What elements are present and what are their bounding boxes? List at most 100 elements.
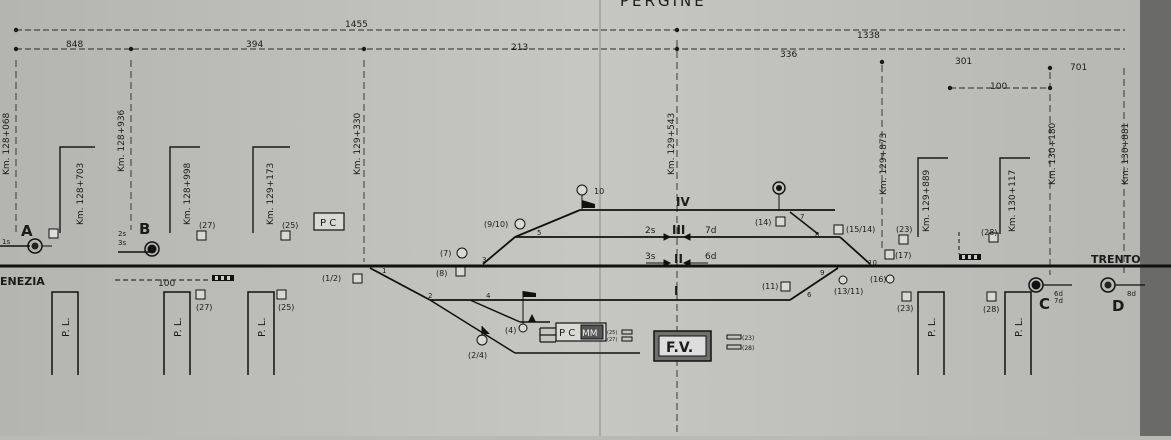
signal-D-icon: [1100, 277, 1145, 293]
km-label: Km. 128+068: [2, 112, 12, 175]
equip-label: (25): [278, 303, 294, 312]
switch-number: 4: [486, 292, 491, 300]
track-label-IV: IV: [676, 195, 690, 209]
pl-label: P. L.: [257, 317, 268, 337]
signal-A-icon: [27, 228, 59, 254]
direction-arrows: [646, 233, 708, 267]
km-reference-lines: [15, 40, 1125, 436]
fv-label: F.V.: [666, 340, 693, 356]
equip-label: (23): [897, 304, 913, 313]
dim-213: 213: [511, 43, 528, 53]
km-label: Km. 128+936: [117, 109, 127, 172]
pc-mm-arrows: [621, 329, 633, 342]
km-label: Km. 129+330: [353, 112, 363, 175]
equip-label: (27): [607, 337, 617, 343]
track-label-III: III: [672, 223, 685, 237]
advance-marker-left: [212, 275, 234, 281]
equip-label: (11): [762, 282, 778, 291]
signal-sub: 2s: [118, 230, 126, 238]
signal-label-B: B: [139, 220, 150, 238]
dim-1338: 1338: [857, 31, 880, 41]
equip-label: (25): [607, 330, 617, 336]
equip-label: 10: [594, 187, 604, 196]
equip-label: (28): [983, 305, 999, 314]
pl-label: P. L.: [173, 317, 184, 337]
equip-label: (16): [870, 275, 886, 284]
equip-label: (27): [196, 303, 212, 312]
equip-label: (28): [742, 345, 754, 352]
switch-number: 6: [807, 291, 812, 299]
scale-100-label: 100: [158, 279, 175, 289]
signal-sub: 6d: [1054, 290, 1063, 298]
signal-sub: 8d: [1127, 290, 1136, 298]
equip-label: (17): [895, 251, 911, 260]
km-label: Km. 129+543: [667, 113, 677, 175]
dim-848: 848: [66, 40, 83, 50]
fv-arrows: [726, 334, 742, 350]
equip-label: (13/11): [834, 287, 863, 296]
pc-mm-label: P C: [559, 328, 575, 339]
switch-number: 5: [537, 229, 541, 237]
km-label: Km. 130+881: [1121, 123, 1131, 185]
switch-number: 3: [482, 256, 486, 264]
switch-number: 10: [868, 259, 877, 267]
left-destination: ENEZIA: [0, 275, 45, 288]
tracks: [0, 209, 1171, 354]
km-label: Km. 129+873: [879, 133, 889, 195]
title-partial: PERGINE: [620, 0, 707, 10]
signal-label-D: D: [1112, 297, 1124, 315]
dim-301: 301: [955, 57, 972, 67]
pc-box: [313, 212, 345, 231]
high-signal-icon: [772, 181, 786, 210]
switch-number: 2: [428, 292, 432, 300]
equip-label: (15/14): [846, 225, 875, 234]
km-label: Km. 130+117: [1008, 170, 1018, 232]
equip-label: (23): [742, 335, 754, 342]
dwarf-signals: [456, 184, 895, 346]
km-label: Km. 128+998: [183, 162, 193, 225]
signal-sub: 1s: [2, 238, 10, 246]
level-crossings: [51, 291, 1032, 375]
right-destination: TRENTO: [1091, 253, 1141, 266]
equip-label: (8): [436, 269, 447, 278]
pl-label: P. L.: [61, 317, 72, 337]
km-label: Km. 129+173: [266, 163, 276, 225]
dim-336: 336: [780, 50, 797, 60]
pl-label: P. L.: [927, 317, 938, 337]
equip-label: (14): [755, 218, 771, 227]
equip-label: (7): [440, 249, 451, 258]
dimension-ticks: [13, 27, 1053, 91]
dir-label: 6d: [705, 252, 716, 262]
dim-701: 701: [1070, 63, 1087, 73]
page-edge: [1140, 0, 1171, 436]
lever-boxes: [195, 216, 999, 302]
km-label: Km. 128+703: [76, 163, 86, 225]
equip-label: (2/4): [468, 351, 487, 360]
switch-number: 7: [800, 213, 804, 221]
equip-label: (25): [282, 221, 298, 230]
km-label: Km. 130+180: [1048, 122, 1058, 185]
mm-label: MM: [582, 329, 598, 339]
dim-100: 100: [990, 82, 1007, 92]
track-label-II: II: [674, 252, 683, 266]
equip-label: (1/2): [322, 274, 341, 283]
equip-label: (9/10): [484, 220, 508, 229]
dir-label: 2s: [645, 226, 656, 236]
km-leaders: [59, 146, 1030, 237]
signal-C-icon: [1028, 277, 1072, 293]
signal-sub: 3s: [118, 239, 126, 247]
dimension-lines: [16, 29, 1125, 89]
pl-label: P. L.: [1014, 317, 1025, 337]
equip-label: (23): [896, 225, 912, 234]
signal-sub: 7d: [1054, 297, 1063, 305]
switch-number: 9: [820, 269, 824, 277]
dim-1455: 1455: [345, 20, 368, 30]
fv-box: [653, 330, 712, 362]
signal-label-C: C: [1039, 295, 1050, 313]
dir-label: 7d: [705, 226, 716, 236]
pc-mm-box: [555, 322, 607, 342]
km-label: Km. 129+889: [922, 169, 932, 232]
